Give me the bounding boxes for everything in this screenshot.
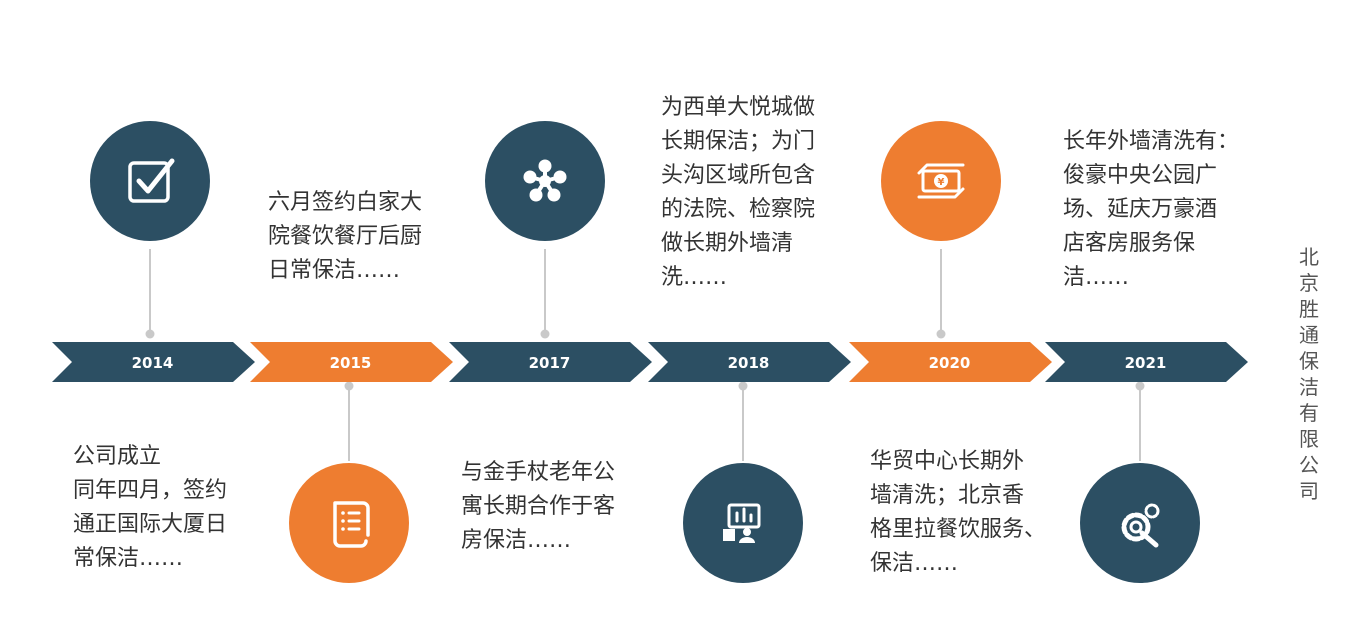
year-label-2017: 2017 — [529, 354, 571, 372]
timeline-arrow-2017 — [449, 342, 652, 382]
monitor-user-icon — [723, 503, 761, 543]
connector-dot-2021 — [1135, 381, 1145, 391]
connector-dot-2015 — [344, 381, 354, 391]
money-exchange-icon: ¥ — [917, 163, 965, 199]
year-label-2021: 2021 — [1125, 354, 1167, 372]
connector-dot-2018 — [738, 381, 748, 391]
connector-dot-2017 — [540, 329, 550, 339]
timeline-arrow-2021 — [1045, 342, 1248, 382]
svg-text:¥: ¥ — [938, 177, 945, 188]
milestone-circle-2015 — [289, 463, 409, 583]
connector-dot-2014 — [145, 329, 155, 339]
timeline-arrow-2014 — [52, 342, 255, 382]
milestone-circle-2018 — [683, 463, 803, 583]
milestone-text-2020: 华贸中心长期外 墙清洗；北京香 格里拉餐饮服务、 保洁…… — [870, 449, 1047, 576]
document-scroll-icon — [333, 501, 370, 548]
timeline-arrow-2018 — [648, 342, 851, 382]
checkbox-icon — [128, 158, 175, 203]
year-label-2014: 2014 — [132, 354, 174, 372]
connector-dot-2020 — [936, 329, 946, 339]
milestone-text-2015: 六月签约白家大 院餐饮餐厅后厨 日常保洁…… — [268, 190, 423, 283]
timeline-arrow-2015 — [250, 342, 453, 382]
network-nodes-icon — [523, 159, 567, 202]
company-name-vertical: 北京胜通保洁有限公司 — [1299, 245, 1319, 503]
year-label-2015: 2015 — [330, 354, 372, 372]
milestone-text-2014: 公司成立 同年四月，签约 通正国际大厦日 常保洁…… — [73, 444, 228, 571]
milestone-circle-2014 — [90, 121, 210, 241]
gear-wrench-icon — [1121, 503, 1160, 548]
year-label-2020: 2020 — [929, 354, 971, 372]
year-label-2018: 2018 — [728, 354, 770, 372]
milestone-text-2021: 长年外墙清洗有： 俊豪中央公园广 场、延庆万豪酒 店客房服务保 洁…… — [1063, 129, 1240, 290]
milestone-text-2018: 为西单大悦城做 长期保洁；为门 头沟区域所包含 的法院、检察院 做长期外墙清 洗… — [661, 95, 816, 290]
timeline-arrow-2020 — [849, 342, 1052, 382]
milestone-text-2017: 与金手杖老年公 寓长期合作于客 房保洁…… — [461, 460, 616, 553]
